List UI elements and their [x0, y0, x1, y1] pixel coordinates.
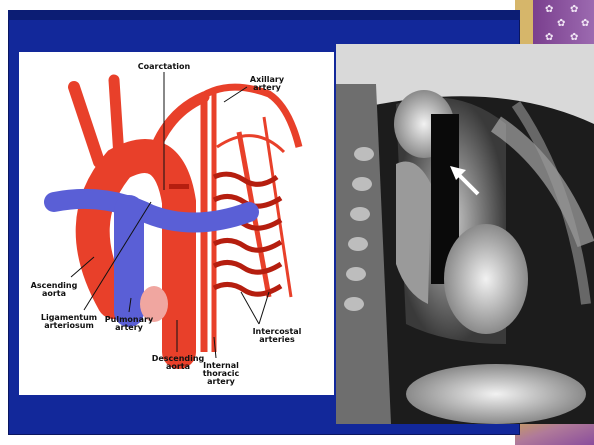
coarctation-diagram: Coarctation Axillary artery Ascending ao…	[19, 52, 334, 395]
decorative-pattern-top: ✿✿ ✿✿ ✿✿	[515, 0, 594, 48]
label-ascending-aorta: Ascending aorta	[24, 282, 84, 298]
slide-top-band	[8, 10, 520, 20]
label-ligamentum-arteriosum: Ligamentum arteriosum	[37, 314, 101, 330]
label-pulmonary-artery: Pulmonary artery	[99, 316, 159, 332]
xray-illustration	[336, 44, 594, 424]
label-intercostal-arteries: Intercostal arteries	[247, 328, 307, 344]
label-axillary-artery: Axillary artery	[244, 76, 290, 92]
label-coarctation: Coarctation	[134, 63, 194, 71]
label-internal-thoracic-artery: Internal thoracic artery	[197, 362, 245, 386]
chest-xray-image	[336, 44, 594, 424]
